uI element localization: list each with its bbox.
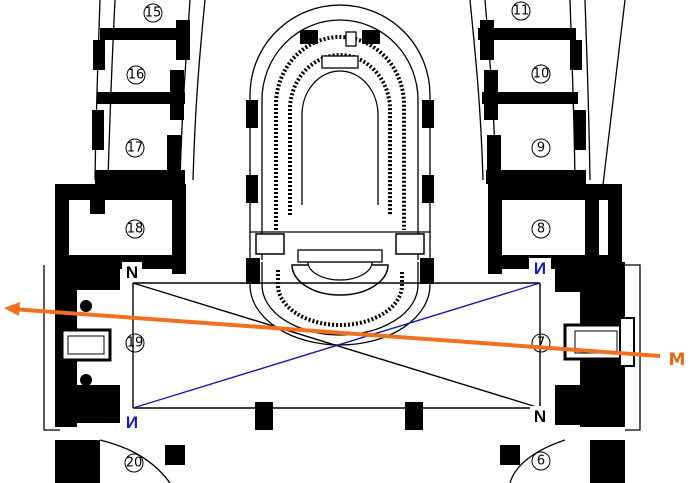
room-number-16: 16 [128,68,145,83]
room-16: 16 [126,65,146,85]
room-number-6: 6 [537,454,545,469]
room-number-7: 7 [537,336,545,351]
room-number-18: 18 [127,222,144,237]
room-18: 18 [125,219,145,239]
overlay-lines [4,282,661,409]
room-10: 10 [531,64,551,84]
room-15: 15 [143,3,163,23]
room-6: 6 [531,451,551,471]
room-labels: 15 16 17 18 19 20 11 10 9 8 7 6 [124,1,551,473]
orange-arrow-line [11,307,661,358]
label-mirror-n-right: И [534,259,546,278]
orange-arrowhead [4,302,20,316]
label-mirror-n-left: И [126,413,138,432]
room-number-20: 20 [126,456,143,471]
room-number-11: 11 [513,4,530,19]
room-20: 20 [124,453,144,473]
blue-mirror-line [132,282,541,409]
room-9: 9 [531,138,551,158]
room-19: 19 [125,333,145,353]
marker-labels: N N И И M [121,258,685,432]
label-m: M [669,350,686,370]
room-number-19: 19 [127,336,144,351]
room-8: 8 [531,219,551,239]
room-number-10: 10 [533,67,550,82]
room-number-15: 15 [145,6,162,21]
left-wing-walls [43,0,206,483]
label-n-left: N [126,263,138,282]
label-n-right: N [534,407,546,426]
central-oval [246,4,434,430]
room-11: 11 [511,1,531,21]
room-number-9: 9 [537,141,545,156]
right-wing-walls [469,0,641,483]
room-17: 17 [125,138,145,158]
room-number-17: 17 [127,141,144,156]
room-number-8: 8 [537,222,545,237]
